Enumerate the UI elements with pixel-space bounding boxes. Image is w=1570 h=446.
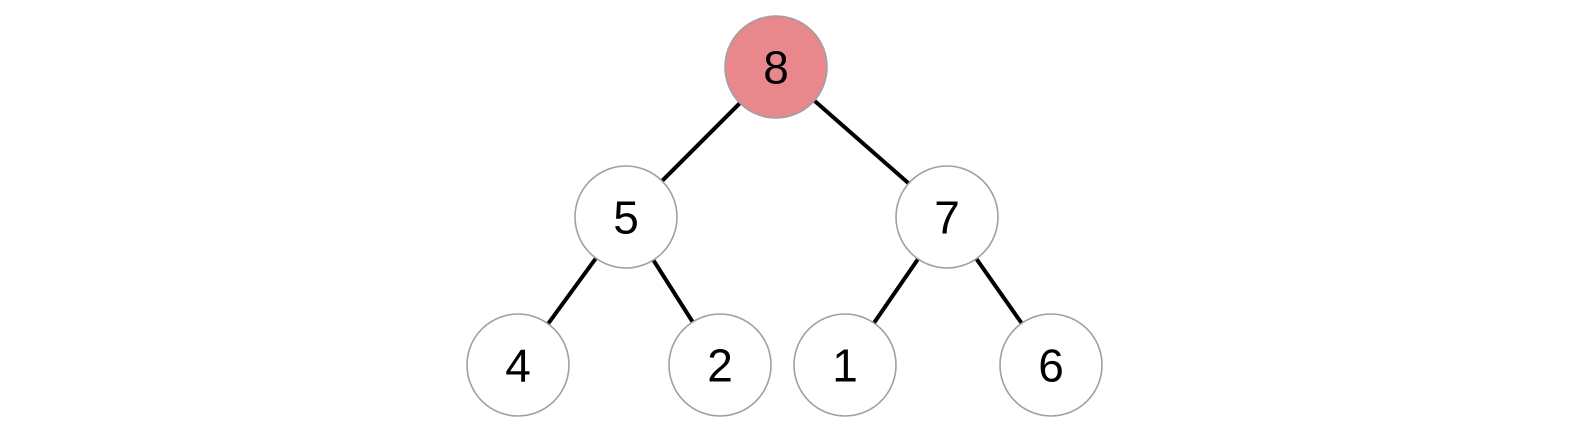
node-circle [466, 313, 570, 417]
tree-node-5: 5 [574, 165, 678, 269]
node-circle [574, 165, 678, 269]
node-circle [668, 313, 772, 417]
tree-node-2: 2 [668, 313, 772, 417]
node-label: 2 [707, 339, 733, 391]
node-label: 4 [505, 339, 531, 391]
tree-node-4: 4 [466, 313, 570, 417]
node-label: 6 [1038, 339, 1064, 391]
node-label: 1 [832, 339, 858, 391]
tree-node-1: 1 [793, 313, 897, 417]
node-label: 8 [763, 41, 789, 93]
node-label: 7 [934, 191, 960, 243]
tree-node-7: 7 [895, 165, 999, 269]
node-circle [793, 313, 897, 417]
tree-node-8-highlighted: 8 [724, 15, 828, 119]
node-circle [999, 313, 1103, 417]
node-circle-highlighted [724, 15, 828, 119]
node-circle [895, 165, 999, 269]
tree-node-6: 6 [999, 313, 1103, 417]
node-label: 5 [613, 191, 639, 243]
